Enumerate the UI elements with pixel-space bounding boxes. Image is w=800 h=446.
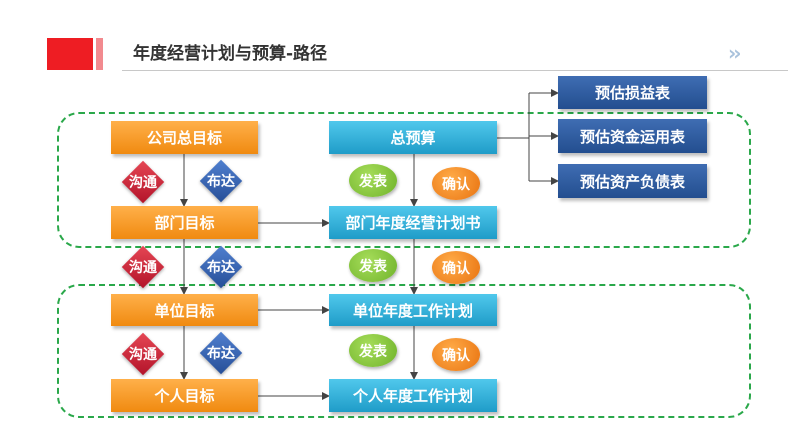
diamond-label: 布达 [207, 174, 235, 190]
confirm-badge-3: 确认 [432, 338, 480, 371]
issue-badge-2: 发表 [349, 249, 397, 282]
fund-usage-box: 预估资金运用表 [558, 119, 707, 153]
double-chevron-right-icon[interactable]: ›› [728, 41, 742, 65]
diamond-label: 布达 [207, 260, 235, 276]
diamond-deploy-3: 布达 [196, 331, 246, 375]
personal-goal-box: 个人目标 [111, 379, 258, 412]
issue-badge-1: 发表 [349, 164, 397, 197]
total-budget-box: 总预算 [329, 121, 497, 154]
personal-plan-box: 个人年度工作计划 [329, 379, 497, 412]
company-goal-box: 公司总目标 [111, 121, 258, 154]
balance-sheet-box: 预估资产负债表 [558, 164, 707, 198]
dashed-frame-bottom [57, 284, 751, 418]
header-accent-block [47, 38, 93, 70]
diamond-deploy-2: 布达 [196, 245, 246, 289]
department-goal-box: 部门目标 [111, 206, 258, 239]
diamond-communicate-2: 沟通 [118, 245, 168, 289]
diamond-label: 沟通 [129, 175, 157, 191]
confirm-badge-2: 确认 [432, 251, 480, 284]
department-plan-box: 部门年度经营计划书 [329, 206, 497, 239]
header-divider [122, 70, 788, 71]
issue-badge-3: 发表 [349, 334, 397, 367]
diamond-label: 沟通 [129, 260, 157, 276]
diamond-communicate-3: 沟通 [118, 332, 168, 376]
header-accent-stripe [96, 38, 103, 70]
unit-goal-box: 单位目标 [111, 294, 258, 326]
diamond-label: 沟通 [129, 347, 157, 363]
dashed-frame-top [57, 112, 751, 248]
diamond-deploy-1: 布达 [196, 159, 246, 203]
diamond-label: 布达 [207, 346, 235, 362]
confirm-badge-1: 确认 [432, 167, 480, 200]
page-title: 年度经营计划与预算-路径 [133, 44, 328, 64]
diamond-communicate-1: 沟通 [118, 160, 168, 204]
unit-plan-box: 单位年度工作计划 [329, 294, 497, 326]
income-statement-box: 预估损益表 [558, 76, 707, 109]
